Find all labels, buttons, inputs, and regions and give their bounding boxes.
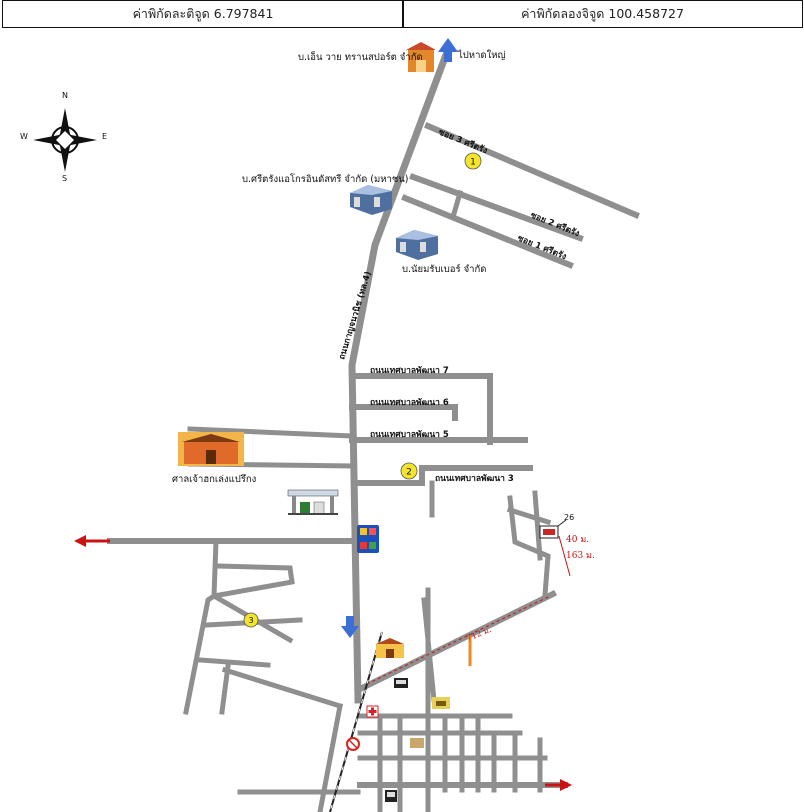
marker-1-label: 1	[470, 158, 476, 168]
company-mid-label: บ.ศรีตรังแอโกรอินดัสทรี จำกัด (มหาชน)	[242, 173, 409, 185]
soi2-road	[409, 173, 584, 242]
east-grid-road-b	[532, 490, 543, 561]
gas-station-icon	[287, 489, 339, 515]
building-icon	[396, 230, 438, 260]
latitude-cell: ค่าพิกัดละติจูด 6.797841	[2, 0, 404, 28]
marker-2-label: 2	[406, 468, 412, 478]
building-icon	[350, 185, 392, 215]
arrow-to-hatyai	[438, 38, 458, 62]
dist-40-label: 40 ม.	[566, 535, 589, 545]
direction-arrow-south	[341, 616, 359, 638]
road-network	[107, 47, 640, 812]
compass-s: S	[62, 174, 67, 183]
pattana5-label: ถนนเทศบาลพัฒนา 5	[370, 429, 449, 440]
district-west-road-g	[221, 666, 344, 710]
compass-e: E	[102, 132, 107, 141]
destination-marker	[539, 519, 567, 539]
district-west-road-b	[183, 592, 218, 715]
shrine-road-upper	[187, 426, 355, 439]
dist-163-label: 163 ม.	[566, 551, 595, 561]
district-west-road-e	[197, 657, 271, 668]
arrow-east	[545, 779, 572, 791]
bus-icon	[394, 678, 408, 688]
district-west-road-a	[211, 538, 295, 600]
plot-number-label: 26	[564, 513, 574, 522]
pattana7-road	[349, 373, 493, 445]
school-icon	[432, 697, 450, 709]
building-icon	[410, 738, 424, 748]
arrow-west	[74, 535, 110, 547]
shrine-label: ศาลเจ้าฮกเล่งแปรึกง	[172, 474, 256, 485]
district-west-road-f	[219, 663, 231, 715]
marker-1: 1	[464, 152, 482, 170]
traffic-signal-icon	[357, 525, 379, 553]
connector-road	[449, 189, 464, 221]
east-grid-road-c	[506, 506, 552, 526]
longitude-cell: ค่าพิกัดลองจิจูด 100.458727	[402, 0, 803, 28]
pattana3-road	[353, 465, 533, 486]
soi1-road	[401, 194, 574, 269]
company-top-label: บ.เอ็น วาย ทรานสปอร์ต จำกัด	[298, 50, 423, 63]
town-grid-v10	[421, 597, 437, 703]
marker-3-label: 3	[248, 616, 253, 625]
distance-bracket	[558, 535, 571, 577]
shrine-icon	[178, 432, 244, 466]
east-grid-road-a	[507, 495, 551, 598]
temple-icon	[376, 638, 404, 658]
soi3-label: ซอย 3 ศรีตรัง	[437, 127, 489, 157]
coordinates-bar: ค่าพิกัดละติจูด 6.797841 ค่าพิกัดลองจิจู…	[0, 0, 804, 28]
southwest-road	[317, 703, 343, 812]
building-icon	[385, 790, 397, 802]
compass-w: W	[20, 132, 28, 141]
pattana6-label: ถนนเทศบาลพัฒนา 6	[370, 397, 449, 408]
main-highway-road	[348, 47, 452, 704]
pattana6-road	[349, 404, 458, 421]
soi3-road	[424, 122, 640, 219]
compass-n: N	[62, 91, 68, 100]
warehouse-icon	[406, 42, 436, 72]
to-hatyai-label: ไปหาดใหญ่	[457, 49, 506, 61]
marker-2: 2	[400, 462, 418, 480]
pattana7-label: ถนนเทศบาลพัฒนา 7	[370, 365, 449, 376]
railway-line	[329, 631, 383, 812]
compass-rose	[33, 108, 97, 172]
company-low-label: บ.นัยมรับเบอร์ จำกัด	[402, 263, 486, 275]
no-entry-sign-icon	[346, 737, 360, 751]
pattana3-label: ถนนเทศบาลพัฒนา 3	[435, 473, 514, 484]
marker-3: 3	[243, 612, 259, 628]
hospital-icon	[366, 705, 379, 718]
